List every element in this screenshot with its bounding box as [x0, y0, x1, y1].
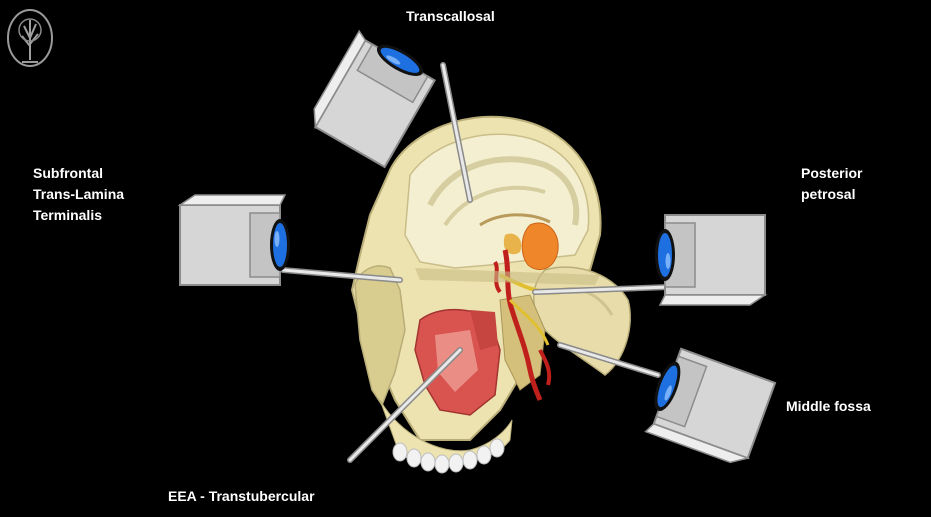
label-middle-fossa: Middle fossa — [786, 398, 871, 414]
label-subfrontal: Subfrontal Trans-Lamina Terminalis — [33, 165, 125, 223]
skull-illustration — [350, 115, 631, 474]
microscope-icon — [179, 194, 291, 286]
microscope-icon — [639, 344, 777, 469]
label-transcallosal: Transcallosal — [406, 8, 495, 24]
trajectory-lines — [280, 62, 673, 463]
label-eea: EEA - Transtubercular — [168, 488, 315, 504]
label-posterior-petrosal: Posterior petrosal — [801, 165, 863, 202]
microscope-icon — [654, 214, 766, 306]
tree-logo-icon — [6, 8, 54, 68]
